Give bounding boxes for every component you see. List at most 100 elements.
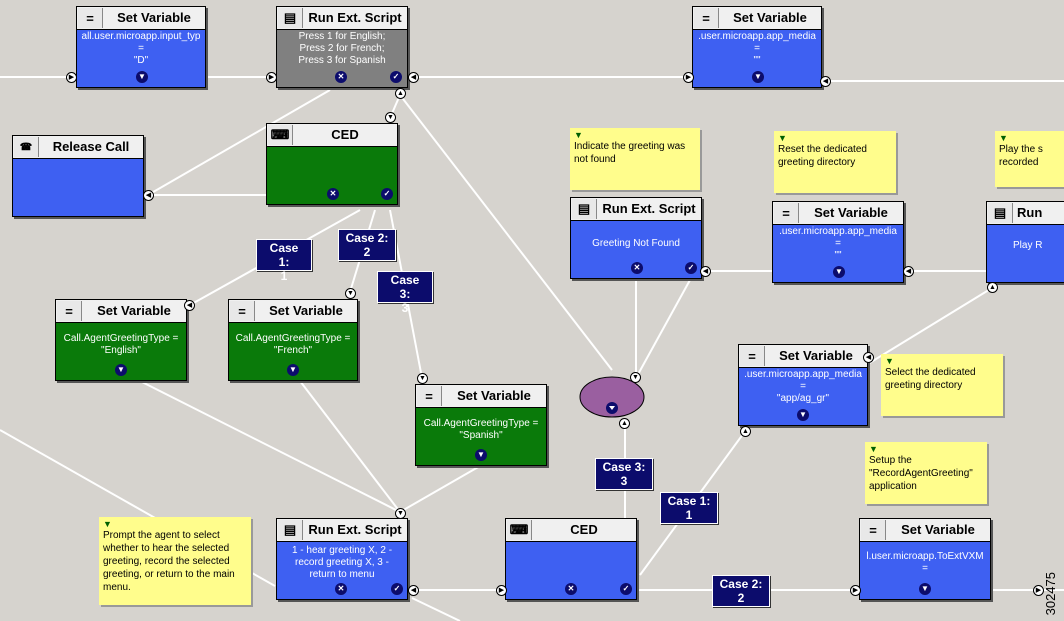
input-port[interactable]: ◀ bbox=[408, 72, 419, 83]
ced-node-top[interactable]: ⌨CED ✕ ✓ bbox=[266, 123, 398, 205]
input-port[interactable]: ▼ bbox=[417, 373, 428, 384]
release-call-node[interactable]: ☎Release Call bbox=[12, 135, 144, 217]
comment-note[interactable]: ▼Select the dedicated greeting directory bbox=[881, 354, 1003, 416]
case-text: Case 3: bbox=[602, 460, 646, 474]
note-arrow-icon: ▼ bbox=[885, 356, 894, 366]
set-variable-node-to-ext-vxml[interactable]: =Set Variable l.user.microapp.ToExtVXM= … bbox=[859, 518, 991, 600]
case-label: Case 3:3 bbox=[377, 271, 433, 315]
input-port[interactable]: ◀ bbox=[700, 266, 711, 277]
input-port[interactable]: ▲ bbox=[987, 282, 998, 293]
input-port[interactable]: ◀ bbox=[184, 300, 195, 311]
input-port[interactable]: ▲ bbox=[740, 426, 751, 437]
set-variable-node-english[interactable]: =Set Variable Call.AgentGreetingType ="E… bbox=[55, 299, 187, 381]
input-port[interactable]: ▼ bbox=[345, 288, 356, 299]
run-ext-script-node-language[interactable]: ▤ Run Ext. Script Press 1 for English;Pre… bbox=[276, 6, 408, 88]
input-port[interactable]: ▶ bbox=[66, 72, 77, 83]
close-icon[interactable]: ✕ bbox=[335, 583, 347, 595]
close-icon[interactable]: ✕ bbox=[335, 71, 347, 83]
node-text-line: "D" bbox=[133, 55, 149, 66]
down-arrow-icon[interactable]: ▼ bbox=[136, 71, 148, 83]
phone-icon: ☎ bbox=[14, 137, 39, 157]
set-variable-node-app-media-mid[interactable]: =Set Variable .user.microapp.app_media="… bbox=[772, 201, 904, 283]
set-variable-node-spanish[interactable]: =Set Variable Call.AgentGreetingType ="S… bbox=[415, 384, 547, 466]
case-value: 1 bbox=[280, 269, 288, 283]
case-label: Case 3:3 bbox=[595, 458, 653, 490]
input-port[interactable]: ▶ bbox=[496, 585, 507, 596]
node-body: .user.microapp.app_media="" bbox=[693, 31, 821, 67]
input-port[interactable]: ▶ bbox=[683, 72, 694, 83]
ced-node-bottom[interactable]: ⌨CED ✕ ✓ bbox=[505, 518, 637, 600]
note-text: Reset the dedicated greeting directory bbox=[778, 144, 867, 168]
equals-icon: = bbox=[417, 386, 442, 406]
input-port[interactable]: ▼ bbox=[395, 508, 406, 519]
equals-icon: = bbox=[861, 520, 886, 540]
junction-node bbox=[579, 376, 645, 418]
close-icon[interactable]: ✕ bbox=[327, 188, 339, 200]
node-text-line: record greeting X, 3 - bbox=[295, 557, 389, 568]
node-header: ▤Run Ext. Script bbox=[277, 519, 407, 542]
input-port[interactable]: ◀ bbox=[820, 76, 831, 87]
script-icon: ▤ bbox=[278, 8, 303, 28]
set-variable-node-french[interactable]: =Set Variable Call.AgentGreetingType ="F… bbox=[228, 299, 358, 381]
check-icon[interactable]: ✓ bbox=[381, 188, 393, 200]
check-icon[interactable]: ✓ bbox=[391, 583, 403, 595]
comment-note[interactable]: ▼Play the s recorded bbox=[995, 131, 1064, 187]
node-header: =Set Variable bbox=[773, 202, 903, 225]
down-arrow-icon[interactable]: ▼ bbox=[833, 266, 845, 278]
note-text: Indicate the greeting was not found bbox=[574, 141, 686, 165]
run-ext-script-node-play[interactable]: ▤Run Play R bbox=[986, 201, 1064, 283]
down-arrow-icon[interactable]: ▼ bbox=[752, 71, 764, 83]
comment-note[interactable]: ▼Prompt the agent to select whether to h… bbox=[99, 517, 251, 605]
run-ext-script-node-not-found[interactable]: ▤Run Ext. Script Greeting Not Found ✕ ✓ bbox=[570, 197, 702, 279]
close-icon[interactable]: ✕ bbox=[565, 583, 577, 595]
node-text-line: "Spanish" bbox=[459, 430, 503, 441]
node-text-line: Press 1 for English; bbox=[298, 31, 386, 42]
node-text-line: .user.microapp.app_media bbox=[698, 31, 816, 42]
node-title: Run Ext. Script bbox=[308, 10, 402, 25]
down-arrow-icon[interactable]: ▼ bbox=[797, 409, 809, 421]
node-body: .user.microapp.app_media="" bbox=[773, 226, 903, 262]
down-arrow-icon[interactable]: ▼ bbox=[919, 583, 931, 595]
case-text: Case 2: bbox=[345, 231, 389, 245]
node-text-line: = bbox=[922, 563, 928, 574]
down-arrow-icon[interactable]: ▼ bbox=[475, 449, 487, 461]
case-value: 1 bbox=[685, 508, 693, 522]
input-port[interactable]: ▶ bbox=[266, 72, 277, 83]
input-port[interactable]: ◀ bbox=[863, 352, 874, 363]
check-icon[interactable]: ✓ bbox=[620, 583, 632, 595]
comment-note[interactable]: ▼Setup the "RecordAgentGreeting" applica… bbox=[865, 442, 987, 504]
input-port[interactable]: ◀ bbox=[903, 266, 914, 277]
node-text-line: = bbox=[800, 381, 806, 392]
comment-note[interactable]: ▼Indicate the greeting was not found bbox=[570, 128, 700, 190]
case-label: Case 1:1 bbox=[660, 492, 718, 524]
input-port[interactable]: ▼ bbox=[385, 112, 396, 123]
input-port[interactable]: ◀ bbox=[143, 190, 154, 201]
node-header: =Set Variable bbox=[693, 7, 821, 30]
node-text-line: Call.AgentGreetingType = bbox=[423, 418, 539, 429]
note-arrow-icon: ▼ bbox=[999, 133, 1008, 143]
node-body: Press 1 for English;Press 2 for French;P… bbox=[277, 31, 407, 67]
set-variable-node-app-media-top[interactable]: =Set Variable .user.microapp.app_media="… bbox=[692, 6, 822, 88]
down-arrow-icon[interactable]: ▼ bbox=[115, 364, 127, 376]
node-title: Set Variable bbox=[901, 522, 975, 537]
run-ext-script-node-hear-record[interactable]: ▤Run Ext. Script 1 - hear greeting X, 2 … bbox=[276, 518, 408, 600]
check-icon[interactable]: ✓ bbox=[685, 262, 697, 274]
input-port[interactable]: ▲ bbox=[619, 418, 630, 429]
comment-note[interactable]: ▼Reset the dedicated greeting directory bbox=[774, 131, 896, 193]
note-text: Setup the "RecordAgentGreeting" applicat… bbox=[869, 455, 973, 492]
node-text-line: = bbox=[835, 238, 841, 249]
set-variable-node-input-type[interactable]: =Set Variable all.user.microapp.input_ty… bbox=[76, 6, 206, 88]
input-port[interactable]: ▶ bbox=[850, 585, 861, 596]
check-icon[interactable]: ✓ bbox=[390, 71, 402, 83]
node-text-line: all.user.microapp.input_typ bbox=[81, 31, 201, 42]
node-header: =Set Variable bbox=[77, 7, 205, 30]
close-icon[interactable]: ✕ bbox=[631, 262, 643, 274]
equals-icon: = bbox=[230, 301, 255, 321]
set-variable-node-agq[interactable]: =Set Variable .user.microapp.app_media="… bbox=[738, 344, 868, 426]
input-port[interactable]: ▼ bbox=[630, 372, 641, 383]
node-title: Run Ext. Script bbox=[308, 522, 402, 537]
input-port[interactable]: ▲ bbox=[395, 88, 406, 99]
input-port[interactable]: ◀ bbox=[408, 585, 419, 596]
input-port[interactable]: ▶ bbox=[1033, 585, 1044, 596]
down-arrow-icon[interactable]: ▼ bbox=[287, 364, 299, 376]
